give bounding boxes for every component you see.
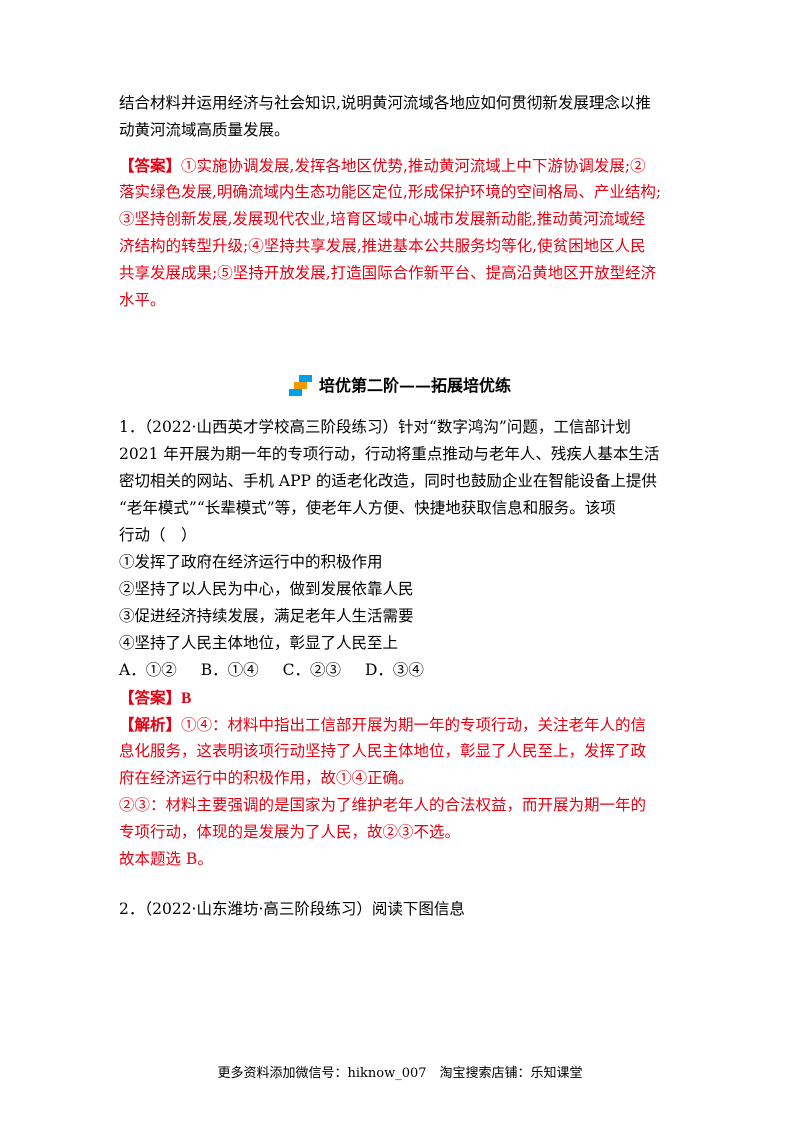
q1-statement-1: ①发挥了政府在经济运行中的积极作用	[119, 553, 383, 571]
q1-line-1: 1．（2022·山西英才学校高三阶段练习）针对“数字鸿沟”问题，工信部计划	[119, 418, 631, 436]
q1-option-b: B．①④	[200, 661, 259, 679]
top-answer-line-2: 落实绿色发展,明确流域内生态功能区定位,形成保护环境的空间格局、产业结构;	[119, 183, 662, 201]
q1-option-c: C．②③	[282, 661, 341, 679]
q1-line-5: 行动（ ）	[119, 526, 197, 544]
top-question-line-1: 结合材料并运用经济与社会知识,说明黄河流域各地应如何贯彻新发展理念以推	[119, 94, 651, 112]
q1-answer: B	[181, 690, 192, 707]
section-heading: 培优第二阶——拓展培优练	[0, 374, 800, 405]
question-1: 1．（2022·山西英才学校高三阶段练习）针对“数字鸿沟”问题，工信部计划 20…	[119, 414, 685, 873]
q1-statement-2: ②坚持了以人民为中心，做到发展依靠人民	[119, 580, 414, 598]
top-answer-line-4: 济结构的转型升级;④坚持共享发展,推进基本公共服务均等化,使贫困地区人民	[119, 237, 646, 255]
heading-decoration-icon	[288, 374, 313, 398]
top-answer-line-6: 水平。	[119, 291, 166, 309]
q1-option-d: D．③④	[364, 661, 424, 679]
q1-answer-label: 【答案】	[119, 688, 182, 707]
q1-analysis-line-6: 故本题选 B。	[119, 850, 213, 868]
top-question-line-2: 动黄河流域高质量发展。	[119, 121, 290, 139]
top-question: 结合材料并运用经济与社会知识,说明黄河流域各地应如何贯彻新发展理念以推 动黄河流…	[119, 90, 685, 144]
question-2: 2．（2022·山东潍坊·高三阶段练习）阅读下图信息	[119, 896, 685, 923]
top-answer-line-3: ③坚持创新发展,发展现代农业,培育区域中心城市发展新动能,推动黄河流域经	[119, 210, 646, 228]
q1-line-3: 密切相关的网站、手机 APP 的适老化改造，同时也鼓励企业在智能设备上提供	[119, 472, 657, 490]
q1-option-a: A．①②	[119, 661, 177, 679]
q1-analysis-label: 【解析】	[119, 715, 182, 734]
q1-line-2: 2021 年开展为期一年的专项行动，行动将重点推动与老年人、残疾人基本生活	[119, 445, 660, 463]
q1-analysis-line-4: ②③：材料主要强调的是国家为了维护老年人的合法权益，而开展为期一年的	[119, 796, 647, 814]
section-heading-text: 培优第二阶——拓展培优练	[318, 376, 511, 395]
top-answer-line-1: ①实施协调发展,发挥各地区优势,推动黄河流域上中下游协调发展;②	[181, 157, 646, 175]
q1-statement-4: ④坚持了人民主体地位，彰显了人民至上	[119, 634, 399, 652]
top-answer: 【答案】①实施协调发展,发挥各地区优势,推动黄河流域上中下游协调发展;② 落实绿…	[119, 152, 685, 314]
q1-statement-3: ③促进经济持续发展，满足老年人生活需要	[119, 607, 414, 625]
q1-analysis-line-3: 府在经济运行中的积极作用，故①④正确。	[119, 769, 414, 787]
q1-analysis-line-1: ①④：材料中指出工信部开展为期一年的专项行动，关注老年人的信	[181, 716, 647, 734]
q1-analysis-line-5: 专项行动，体现的是发展为了人民，故②③不选。	[119, 823, 461, 841]
top-answer-line-5: 共享发展成果;⑤坚持开放发展,打造国际合作新平台、提高沿黄地区开放型经济	[119, 264, 657, 282]
q1-options: A．①② B．①④ C．②③ D．③④	[119, 657, 685, 684]
q2-line: 2．（2022·山东潍坊·高三阶段练习）阅读下图信息	[119, 900, 465, 918]
q1-line-4: “老年模式”“长辈模式”等，使老年人方便、快捷地获取信息和服务。该项	[119, 499, 616, 517]
q1-analysis-line-2: 息化服务，这表明该项行动坚持了人民主体地位，彰显了人民至上，发挥了政	[119, 742, 647, 760]
page-footer: 更多资料添加微信号：hiknow_007 淘宝搜索店铺：乐知课堂	[217, 1066, 583, 1081]
answer-label: 【答案】	[119, 156, 182, 175]
